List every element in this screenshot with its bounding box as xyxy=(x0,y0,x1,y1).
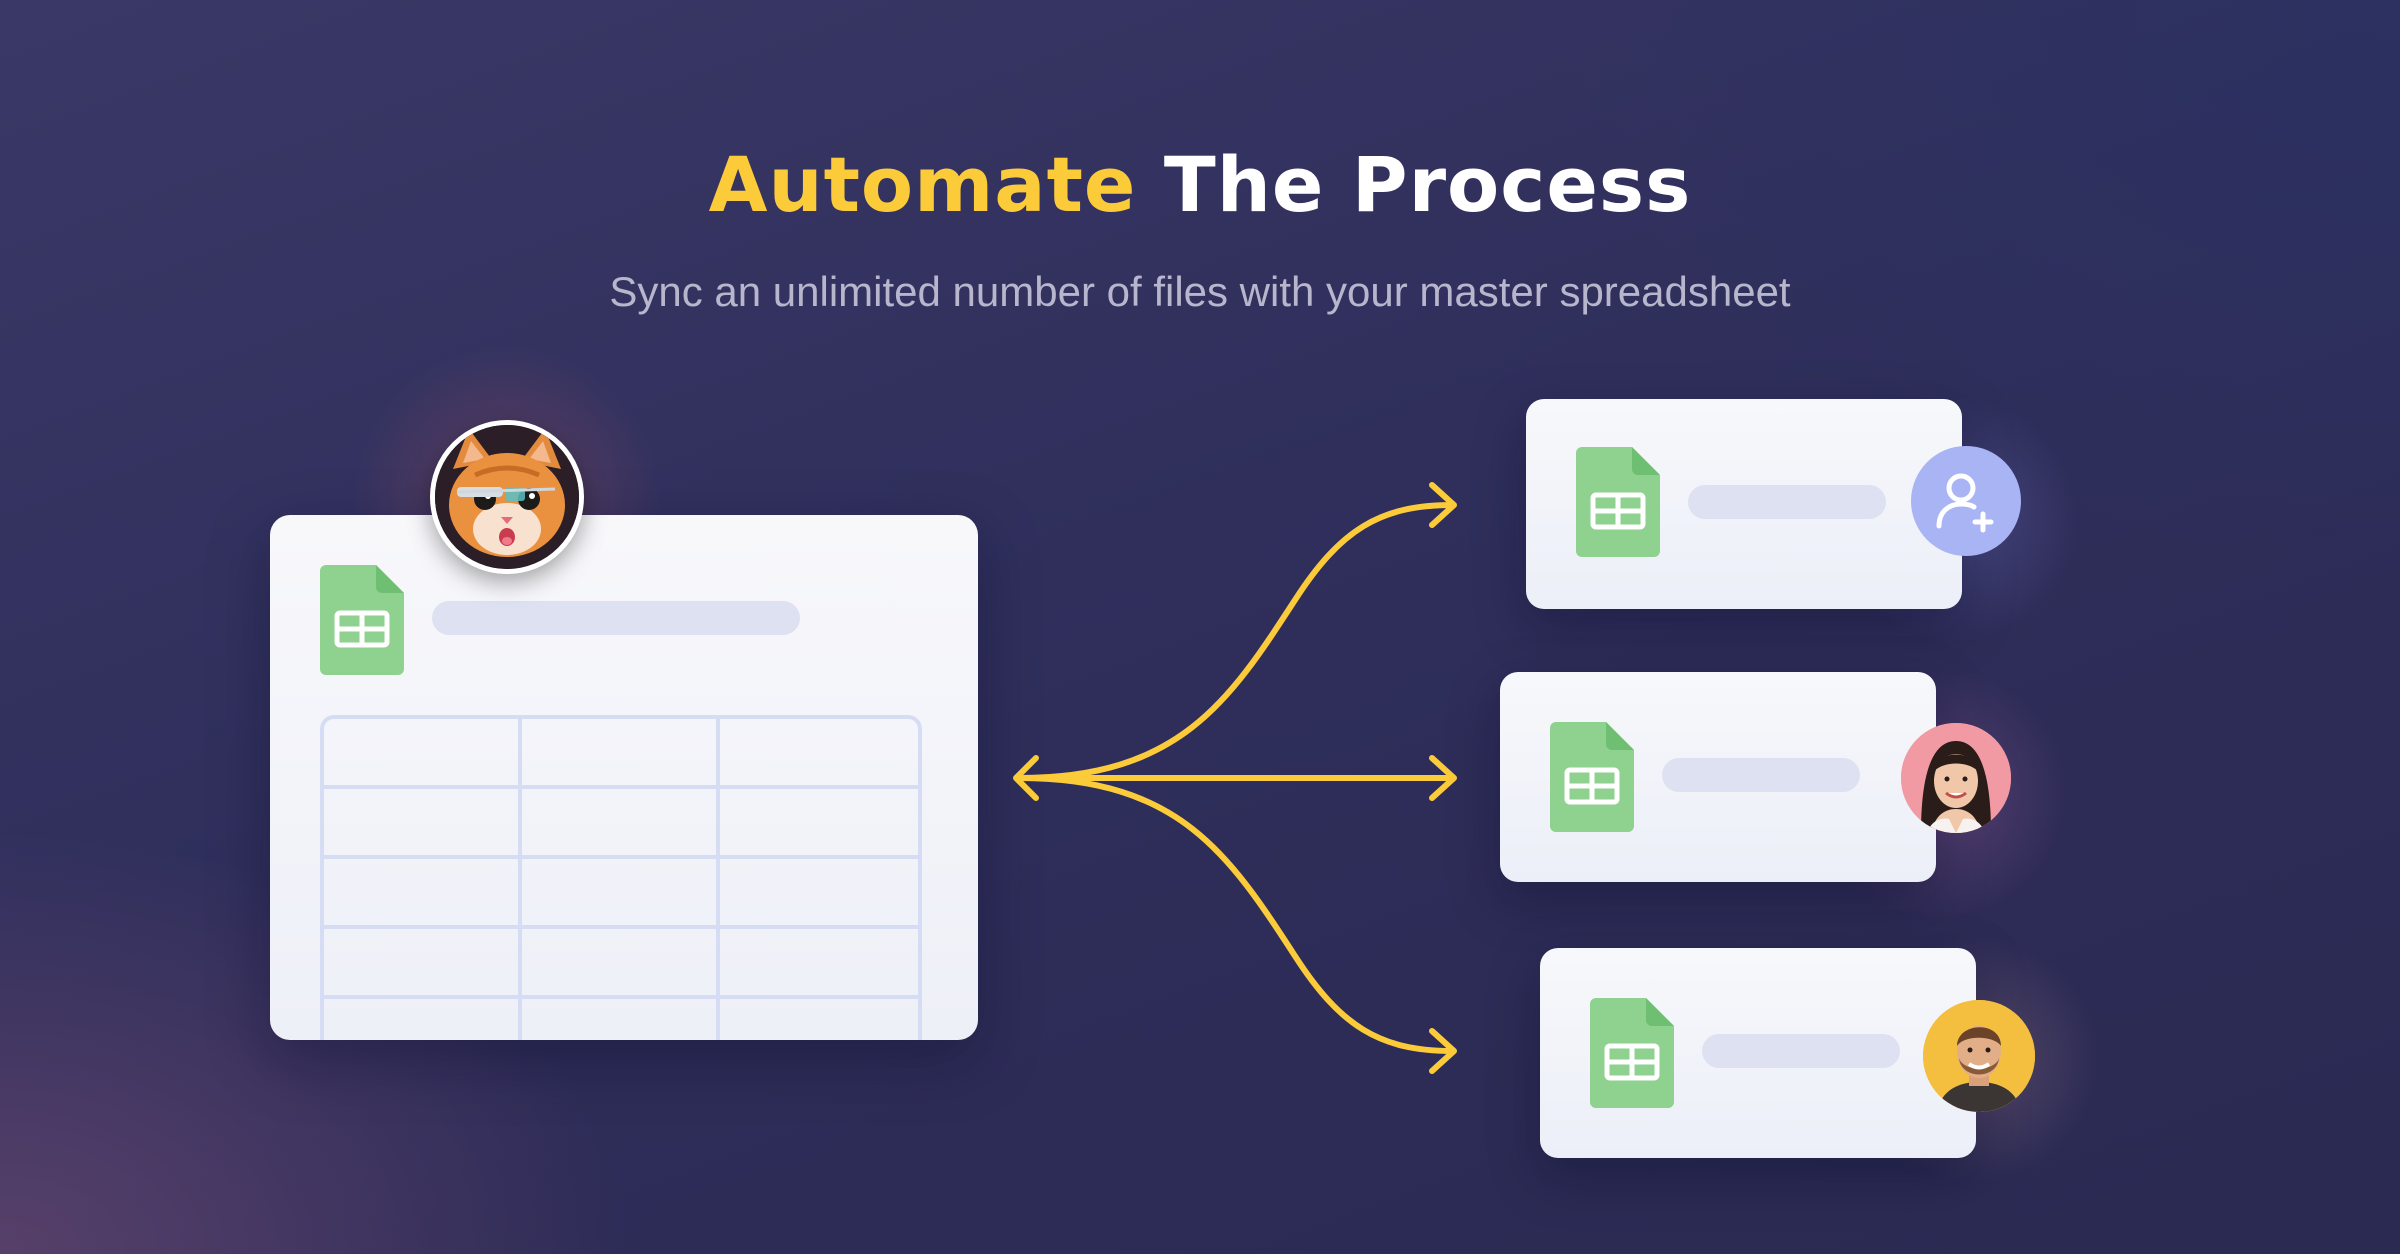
table-cell xyxy=(324,999,522,1040)
table-cell xyxy=(324,789,522,859)
table-cell xyxy=(522,719,720,789)
arrow-to-bottom-target xyxy=(1017,775,1455,1054)
table-cell xyxy=(324,719,522,789)
arrowhead-left xyxy=(1013,755,1039,801)
page-subtitle: Sync an unlimited number of files with y… xyxy=(609,268,1791,315)
target-spreadsheet-card xyxy=(1500,672,1936,882)
table-cell xyxy=(522,859,720,929)
table-cell xyxy=(720,929,918,999)
cat-avatar-image xyxy=(435,425,579,569)
table-cell xyxy=(720,789,918,859)
google-sheets-icon xyxy=(1576,447,1660,557)
table-cell xyxy=(522,999,720,1040)
table-cell xyxy=(720,859,918,929)
cat-avatar xyxy=(430,420,584,574)
woman-avatar-image xyxy=(1901,723,2011,833)
title-accent: Automate xyxy=(708,140,1137,229)
filename-placeholder xyxy=(1688,485,1886,519)
table-cell xyxy=(522,929,720,999)
master-spreadsheet-card xyxy=(270,515,978,1040)
arrow-to-top-target xyxy=(1017,502,1455,781)
target-spreadsheet-card xyxy=(1540,948,1976,1158)
table-cell xyxy=(720,719,918,789)
filename-placeholder xyxy=(432,601,800,635)
add-user-icon xyxy=(1911,446,2021,556)
google-sheets-icon xyxy=(320,565,404,675)
target-spreadsheet-card xyxy=(1526,399,1962,609)
arrowhead-top xyxy=(1429,482,1457,528)
add-user-glyph xyxy=(1936,473,1994,533)
table-cell xyxy=(522,789,720,859)
spreadsheet-grid xyxy=(320,715,922,1040)
arrowhead-middle xyxy=(1429,755,1457,801)
table-cell xyxy=(324,859,522,929)
page-title: Automate The Process xyxy=(0,140,2400,229)
filename-placeholder xyxy=(1662,758,1860,792)
woman-avatar xyxy=(1901,723,2011,833)
google-sheets-icon xyxy=(1550,722,1634,832)
filename-placeholder xyxy=(1702,1034,1900,1068)
google-sheets-icon xyxy=(1590,998,1674,1108)
man-avatar-image xyxy=(1923,1000,2035,1112)
title-rest: The Process xyxy=(1136,140,1692,229)
table-cell xyxy=(324,929,522,999)
man-avatar xyxy=(1923,1000,2035,1112)
arrowhead-bottom xyxy=(1429,1028,1457,1074)
